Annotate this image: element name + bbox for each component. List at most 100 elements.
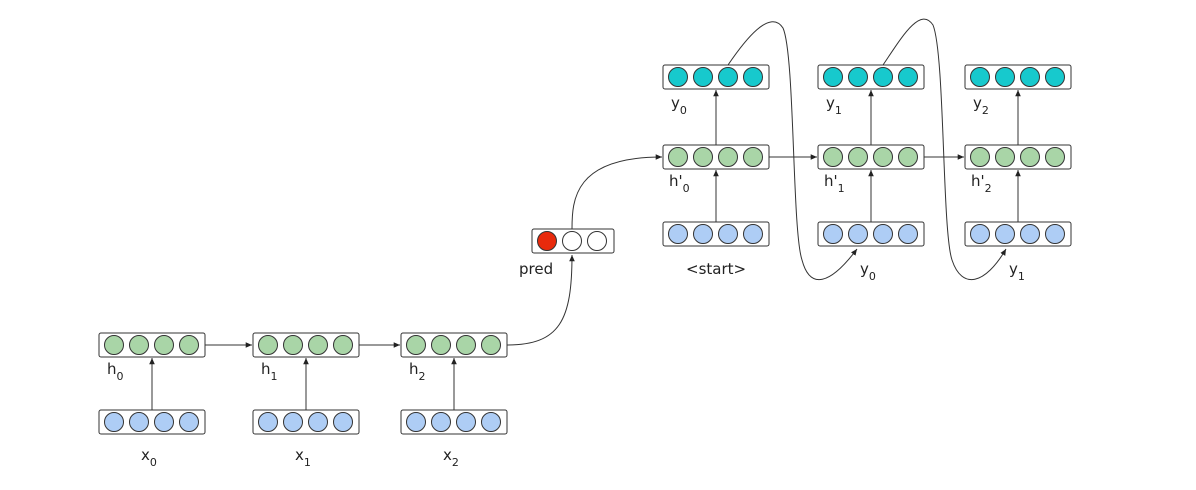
encoder-hidden-vector-1-cell <box>333 335 353 355</box>
decoder-input-vector-0-cell <box>668 224 688 244</box>
decoder-hidden-vector-1-cell <box>848 147 868 167</box>
decoder-output-vector-2-cell <box>1020 67 1040 87</box>
encoder-hidden-vector-1-cell <box>258 335 278 355</box>
decoder-output-vector-1-frame <box>817 64 925 90</box>
encoder-hidden-label-1-base: h <box>261 360 271 378</box>
encoder-hidden-vector-2-frame <box>400 332 508 358</box>
decoder-output-vector-2-frame <box>964 64 1072 90</box>
encoder-input-vector-2-frame <box>400 409 508 435</box>
decoder-input-label-1-subscript: 0 <box>869 270 876 283</box>
decoder-input-vector-1-cell <box>898 224 918 244</box>
encoder-hidden-vector-0 <box>98 332 206 358</box>
encoder-hidden-label-0-base: h <box>107 360 117 378</box>
decoder-input-vector-0-cell <box>718 224 738 244</box>
decoder-hidden-vector-0-cell <box>718 147 738 167</box>
encoder-input-vector-1-cell <box>308 412 328 432</box>
labels-layer: x0h0x1h1x2h2predy0h'0y1h'1y2h'2<start>y0… <box>107 94 1025 469</box>
decoder-output-vector-0-cell <box>718 67 738 87</box>
encoder-hidden-vector-0-cell <box>154 335 174 355</box>
encoder-hidden-label-0-subscript: 0 <box>117 370 124 383</box>
decoder-output-label-1-base: y <box>826 94 835 112</box>
encoder-input-label-2: x2 <box>443 446 459 469</box>
encoder-to-pred-arrow <box>506 254 575 346</box>
decoder-output-vector-2-cell <box>970 67 990 87</box>
decoder-output-label-2-subscript: 2 <box>982 104 989 117</box>
encoder-input-vector-2-cell <box>481 412 501 432</box>
decoder-hidden-vector-2-frame <box>964 144 1072 170</box>
decoder-output-vector-0-frame <box>662 64 770 90</box>
decoder-hidden-label-2-base: h' <box>971 172 985 190</box>
encoder-hidden-vector-0-frame <box>98 332 206 358</box>
encoder-hidden-vector-1-frame <box>252 332 360 358</box>
pred-vector <box>531 228 615 254</box>
decoder-output-vector-2 <box>964 64 1072 90</box>
decoder-hidden-vector-2-cell <box>970 147 990 167</box>
encoder-input-vector-2 <box>400 409 508 435</box>
decoder-hidden-vector-2-cell <box>1045 147 1065 167</box>
decoder-hidden-vector-0-cell <box>743 147 763 167</box>
decoder-output-label-1-subscript: 1 <box>835 104 842 117</box>
decoder-hidden-label-2: h'2 <box>971 172 992 195</box>
feedback-arrow-1 <box>882 18 1007 280</box>
decoder-output-label-2: y2 <box>973 94 989 117</box>
encoder-input-vector-1-frame <box>252 409 360 435</box>
pred-vector-cell <box>562 231 582 251</box>
encoder-input-vector-0-cell <box>129 412 149 432</box>
encoder-hidden-label-2: h2 <box>409 360 426 383</box>
decoder-input-vector-1-frame <box>817 221 925 247</box>
decoder-hidden-vector-1-cell <box>898 147 918 167</box>
decoder-hidden-vector-1-cell <box>873 147 893 167</box>
decoder-output-vector-1-cell <box>848 67 868 87</box>
decoder-input-vector-2-cell <box>970 224 990 244</box>
decoder-hidden-vector-0-cell <box>668 147 688 167</box>
decoder-hidden-label-2-subscript: 2 <box>985 182 992 195</box>
decoder-output-vector-1-cell <box>873 67 893 87</box>
decoder-output-vector-0 <box>662 64 770 90</box>
decoder-input-label-2-base: y <box>1009 260 1018 278</box>
encoder-input-label-2-base: x <box>443 446 452 464</box>
decoder-output-label-1: y1 <box>826 94 842 117</box>
decoder-hidden-vector-2-cell <box>995 147 1015 167</box>
decoder-output-vector-2-cell <box>995 67 1015 87</box>
encoder-hidden-vector-2-cell <box>406 335 426 355</box>
encoder-input-vector-2-cell <box>406 412 426 432</box>
decoder-input-label-0: <start> <box>686 260 746 278</box>
encoder-input-label-0: x0 <box>141 446 157 469</box>
decoder-hidden-label-1-subscript: 1 <box>838 182 845 195</box>
encoder-input-vector-1 <box>252 409 360 435</box>
decoder-input-label-2: y1 <box>1009 260 1025 283</box>
encoder-input-vector-1-cell <box>283 412 303 432</box>
decoder-hidden-vector-0-cell <box>693 147 713 167</box>
encoder-input-vector-2-cell <box>431 412 451 432</box>
decoder-input-vector-0-cell <box>743 224 763 244</box>
decoder-output-label-0-base: y <box>671 94 680 112</box>
decoder-hidden-vector-0-frame <box>662 144 770 170</box>
decoder-output-vector-1-cell <box>898 67 918 87</box>
encoder-input-vector-0-cell <box>179 412 199 432</box>
decoder-hidden-label-0-subscript: 0 <box>683 182 690 195</box>
encoder-input-vector-0-cell <box>104 412 124 432</box>
encoder-input-vector-0-frame <box>98 409 206 435</box>
encoder-input-vector-0 <box>98 409 206 435</box>
decoder-input-vector-1-cell <box>823 224 843 244</box>
decoder-hidden-label-0: h'0 <box>669 172 690 195</box>
decoder-input-vector-0-frame <box>662 221 770 247</box>
decoder-output-vector-1 <box>817 64 925 90</box>
decoder-output-vector-0-cell <box>693 67 713 87</box>
decoder-hidden-vector-1-cell <box>823 147 843 167</box>
decoder-output-label-0-subscript: 0 <box>680 104 687 117</box>
encoder-input-label-1-base: x <box>295 446 304 464</box>
encoder-hidden-label-2-subscript: 2 <box>419 370 426 383</box>
decoder-output-label-0: y0 <box>671 94 687 117</box>
encoder-input-vector-1-cell <box>258 412 278 432</box>
decoder-hidden-vector-2-cell <box>1020 147 1040 167</box>
feedback-arrow-0 <box>727 21 858 280</box>
nodes-layer <box>98 64 1072 435</box>
pred-vector-cell <box>537 231 557 251</box>
decoder-output-vector-0-cell <box>743 67 763 87</box>
edges-layer <box>149 18 1021 410</box>
encoder-hidden-label-1-subscript: 1 <box>271 370 278 383</box>
decoder-input-label-1-base: y <box>860 260 869 278</box>
